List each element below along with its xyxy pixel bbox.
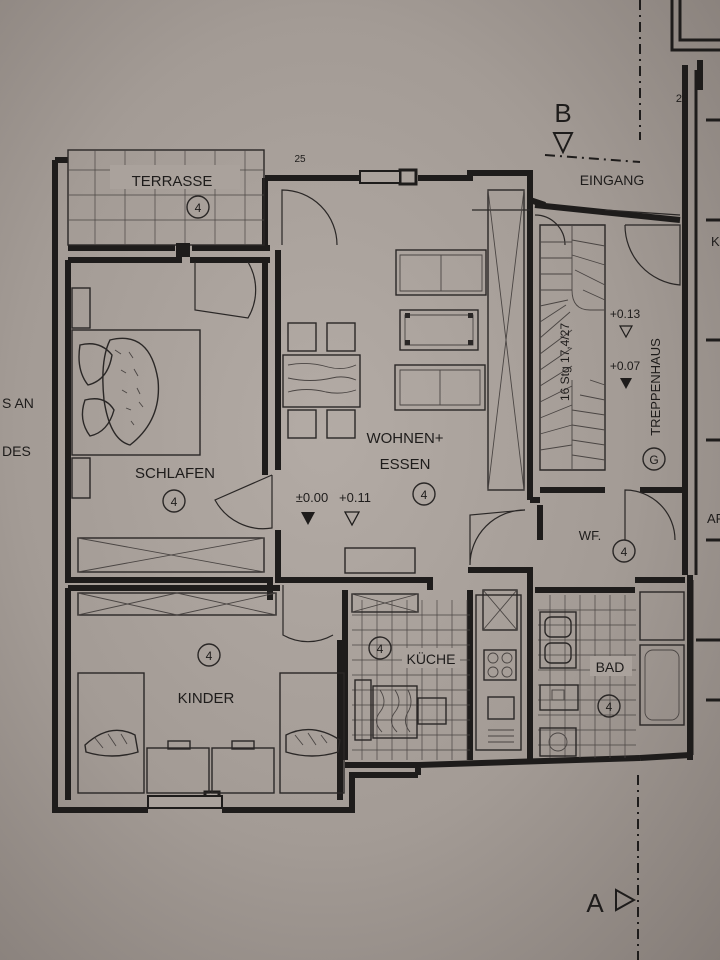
kueche-label: KÜCHE [406,650,455,667]
bathroom: BAD 4 [538,591,685,758]
wohnen-label-2: ESSEN [380,456,431,473]
margin-notes: S AN DES [2,395,34,459]
level-stair-lower: +0.07 [610,359,641,373]
dimension-top: 25 [294,154,306,165]
margin-text-1: S AN [2,395,34,411]
margin-text-2: DES [2,443,31,459]
neighbor-unit: K AP [670,0,720,755]
kids-room: 4 KINDER [77,643,345,794]
neighbor-label-k: K [711,234,720,249]
section-a-label: A [586,888,604,918]
treppenhaus-label: TREPPENHAUS [648,338,663,436]
bad-tag: 4 [606,700,613,714]
schlafen-tag: 4 [171,495,178,509]
wohnen-tag: 4 [421,488,428,502]
eingang-label: EINGANG [580,172,645,188]
wohnen-label-1: WOHNEN+ [366,430,443,447]
columns [147,168,418,809]
section-b-arrow [552,132,574,155]
section-markers: B A 25 25 [294,0,688,960]
doors [194,189,681,643]
section-a-arrow [615,888,637,912]
kinder-tag: 4 [206,649,213,663]
section-b-label: B [554,98,571,128]
wardrobe-hall: WF. 4 [579,528,636,563]
terrasse-tag: 4 [195,201,202,215]
interior-walls [65,250,685,800]
kitchen: 4 KÜCHE [351,593,522,760]
schlafen-label: SCHLAFEN [135,465,215,482]
neighbor-label-ap: AP [707,511,720,526]
bad-label: BAD [596,659,625,675]
level-marker-stair-upper [618,325,634,339]
stairwell: 16 Stg 17,4/27 +0.13 +0.07 TREPPENHAUS G… [539,172,666,471]
bedroom: SCHLAFEN 4 [71,287,215,513]
treppenhaus-tag: G [649,453,658,467]
level-stair-upper: +0.13 [610,307,641,321]
dimension-top-right: 25 [676,93,688,105]
level-marker-open [343,511,361,527]
terrace: TERRASSE 4 [67,149,265,246]
kinder-label: KINDER [178,690,235,707]
level-marker-filled [301,512,315,525]
level-main-open: +0.11 [339,490,371,505]
stairs-label: 16 Stg 17,4/27 [558,323,572,401]
level-main-closed: ±0.00 [296,490,328,505]
terrasse-label: TERRASSE [132,173,213,190]
wardrobes [77,189,525,631]
kueche-tag: 4 [377,642,384,656]
living-dining: WOHNEN+ ESSEN 4 ±0.00 +0.11 [282,249,487,574]
wf-tag: 4 [621,545,628,559]
level-marker-stair-lower [620,378,632,389]
wf-label: WF. [579,528,601,543]
